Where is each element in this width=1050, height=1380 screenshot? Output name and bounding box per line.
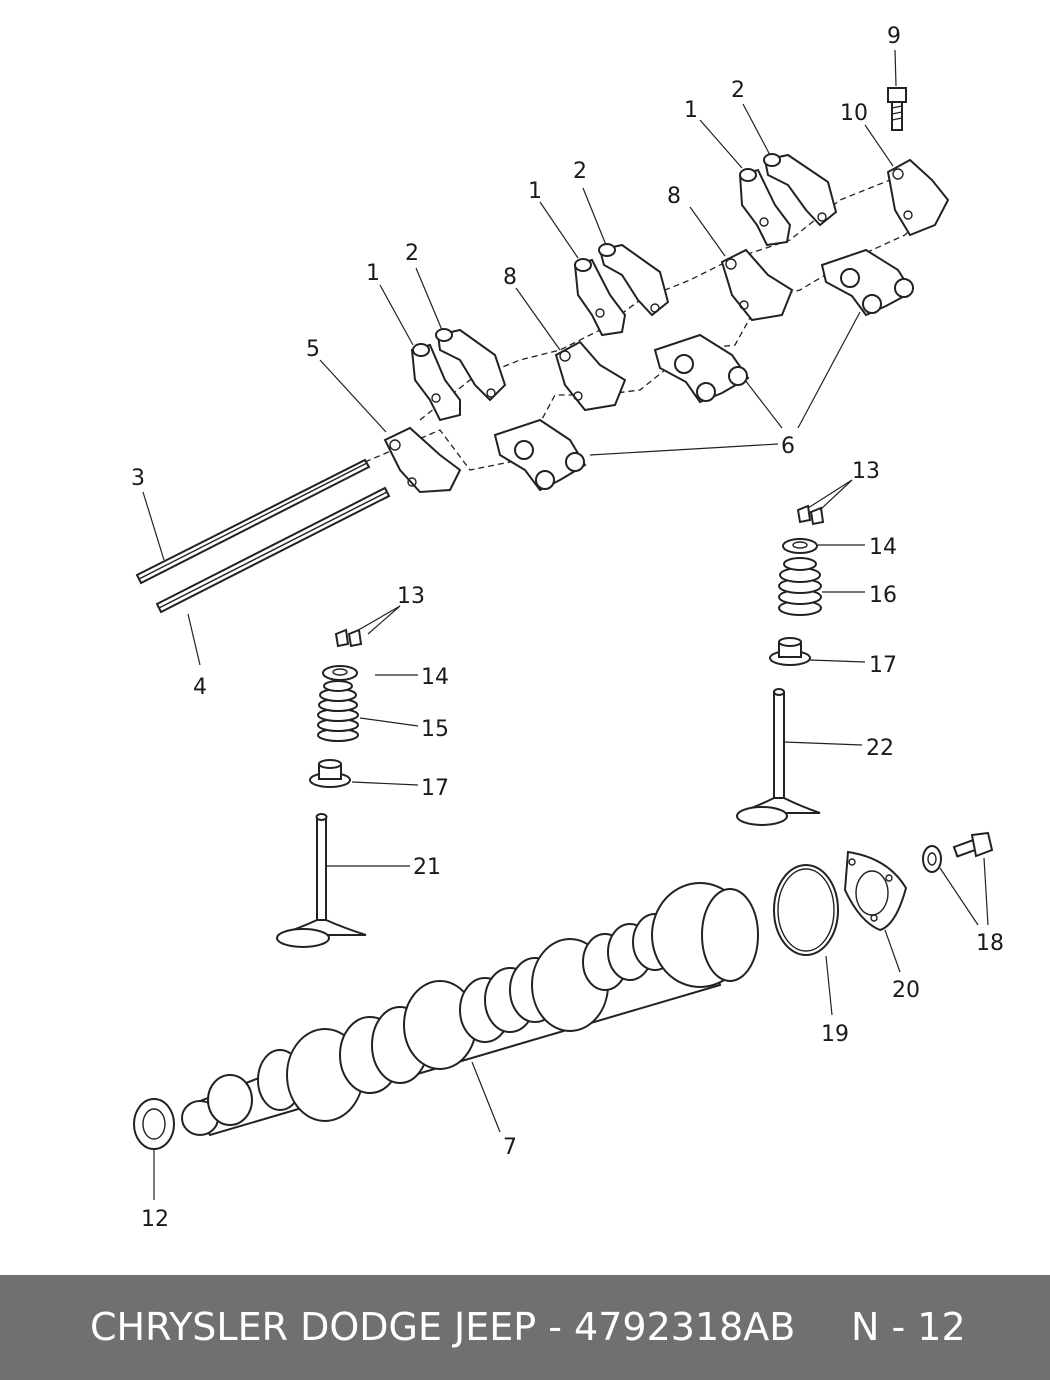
callout-1: 1	[684, 98, 698, 123]
callout-14: 14	[421, 665, 449, 690]
footer-page-reference: N - 12	[851, 1305, 966, 1349]
callout-15: 15	[421, 717, 449, 742]
callout-1: 1	[366, 261, 380, 286]
camshaft-7	[181, 882, 759, 1137]
valve-seal-17-left	[309, 759, 351, 788]
callout-2: 2	[731, 78, 745, 103]
callout-17: 17	[421, 776, 449, 801]
rocker-arm-pair-c	[738, 153, 838, 247]
callout-3: 3	[131, 466, 145, 491]
valve-keepers-13-left	[334, 628, 363, 648]
callout-2: 2	[405, 241, 419, 266]
bolt-washer-18	[922, 831, 994, 873]
roller-rocker-6b	[653, 333, 750, 404]
spring-retainer-14-right	[782, 538, 818, 554]
camshaft-seal-12	[133, 1098, 175, 1150]
thrust-plate-20	[843, 850, 908, 932]
exploded-parts-diagram: 1 1 1 2 2 2 3 4 5 6 7 8 8 9 10 12 13 13 …	[131, 24, 1004, 1232]
footer-bar: CHRYSLER DODGE JEEP - 4792318AB N - 12	[0, 1275, 1050, 1380]
rocker-shaft-4	[155, 486, 391, 614]
callout-13: 13	[852, 459, 880, 484]
footer-brand-part-number: CHRYSLER DODGE JEEP - 4792318AB	[90, 1305, 796, 1349]
callout-19: 19	[821, 1022, 849, 1047]
callout-22: 22	[866, 736, 894, 761]
callout-2: 2	[573, 159, 587, 184]
shaft-bracket-8a	[554, 340, 627, 412]
callout-14: 14	[869, 535, 897, 560]
o-ring-19-inner	[777, 868, 835, 952]
callout-5: 5	[306, 337, 320, 362]
valve-seal-17-right	[769, 637, 811, 666]
callout-21: 21	[413, 855, 441, 880]
callout-17: 17	[869, 653, 897, 678]
spring-retainer-14-left	[322, 665, 358, 681]
callout-9: 9	[887, 24, 901, 49]
callout-10: 10	[840, 101, 868, 126]
shaft-bracket-8b	[720, 248, 794, 322]
callout-12: 12	[141, 1207, 169, 1232]
bolt-9	[887, 87, 907, 131]
valve-spring-15	[317, 680, 359, 742]
callout-4: 4	[193, 675, 207, 700]
shaft-bracket-10	[886, 158, 950, 237]
callout-8: 8	[667, 184, 681, 209]
rocker-shaft-3	[135, 458, 371, 585]
callout-1: 1	[528, 179, 542, 204]
valve-keepers-13-right	[796, 504, 825, 526]
roller-rocker-6c	[820, 248, 914, 317]
callout-8: 8	[503, 265, 517, 290]
callout-20: 20	[892, 978, 920, 1003]
callout-6: 6	[781, 434, 795, 459]
callout-16: 16	[869, 583, 897, 608]
callout-18: 18	[976, 931, 1004, 956]
o-ring-19	[773, 864, 839, 956]
shaft-bracket-5	[383, 426, 462, 494]
leader-lines	[142, 49, 989, 1200]
rocker-arm-pair-b	[573, 243, 670, 337]
intake-valve-21	[276, 813, 367, 948]
roller-rocker-6a	[493, 418, 587, 492]
rocker-arm-pair-a	[410, 328, 507, 422]
exhaust-valve-22	[736, 688, 821, 826]
callout-13: 13	[397, 584, 425, 609]
valve-spring-16	[778, 557, 822, 616]
callout-7: 7	[503, 1135, 517, 1160]
